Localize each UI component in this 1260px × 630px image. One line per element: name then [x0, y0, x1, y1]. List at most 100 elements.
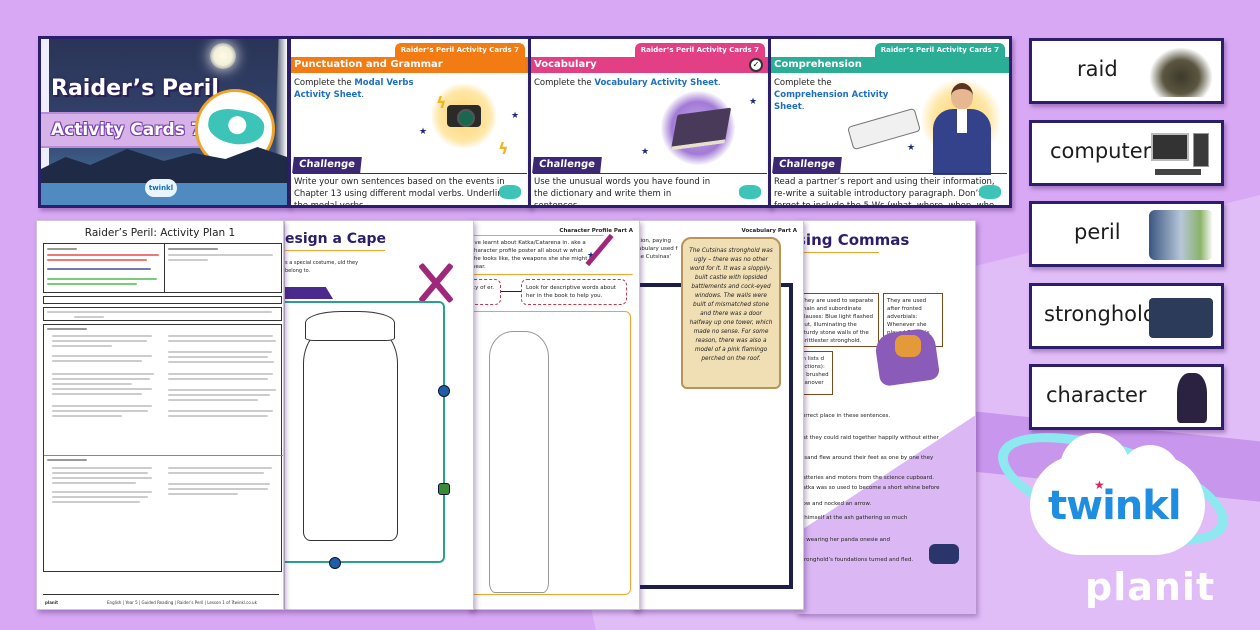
sheet-title: sing Commas	[797, 231, 910, 249]
raider-icon	[1149, 47, 1213, 97]
challenge-label: Challenge	[292, 157, 362, 173]
sheet-header: Vocabulary Part A	[741, 228, 797, 234]
cover-subtitle: Activity Cards 7	[51, 120, 203, 140]
news-reporter-icon	[933, 83, 993, 175]
reading-questions-box	[43, 324, 283, 572]
parchment-scroll: The Cutsinas stronghold was ugly – there…	[681, 237, 781, 389]
sentence: stronghold’s foundations turned and fled…	[799, 557, 914, 563]
challenge-text: Write your own sentences based on the ev…	[294, 177, 508, 208]
intro-text: ation, paying cabulary used f the Cutsin…	[635, 238, 678, 260]
computer-icon	[1149, 129, 1213, 179]
sheet-title: esign a Cape	[285, 231, 387, 247]
divider	[773, 173, 1007, 174]
sentence: bow and nocked an arrow.	[799, 501, 872, 507]
footer-course: English | Year 5 | Guided Reading | Raid…	[107, 600, 234, 605]
vocabulary-box	[164, 243, 282, 293]
word-card-peril[interactable]: peril	[1029, 201, 1224, 267]
connector	[501, 291, 521, 292]
word-label: raid	[1077, 57, 1118, 81]
activity-sheet-link[interactable]: Modal Verbs Activity Sheet	[294, 78, 414, 100]
moon-icon	[210, 43, 236, 69]
activity-sheet-link[interactable]: Vocabulary Activity Sheet	[594, 78, 718, 88]
prompt-box: Look for descriptive words about her in …	[521, 279, 627, 305]
reading-skill-box	[43, 243, 165, 293]
divider	[533, 173, 767, 174]
sentence: batteries and motors from the science cu…	[799, 475, 934, 481]
word-card-character[interactable]: character	[1029, 364, 1224, 430]
cover-card[interactable]: Raider’s Peril Activity Cards 7 twinkl	[38, 36, 290, 208]
intro-text: ave learnt about Katka/Catarena in. ake …	[471, 240, 588, 270]
divider	[797, 252, 879, 253]
check-icon: ✓	[749, 58, 763, 72]
word-card-raid[interactable]: raid	[1029, 38, 1224, 104]
challenge-text: Read a partner’s report and using their …	[774, 177, 997, 208]
card-heading: Comprehension	[771, 57, 1009, 73]
word-label: peril	[1074, 220, 1121, 244]
footer-brand: planit	[45, 600, 59, 605]
frame	[285, 301, 445, 563]
cape-outline	[303, 319, 398, 541]
activity-card-comprehension[interactable]: Raider’s Peril Activity Cards 7 Comprehe…	[768, 36, 1012, 208]
activity-card-grammar[interactable]: Raider’s Peril Activity Cards 7 Punctuat…	[288, 36, 532, 208]
warrior-silhouette-icon	[1177, 373, 1207, 423]
gem-icon	[438, 483, 450, 495]
word-label: stronghold	[1044, 302, 1157, 326]
intro-text: s a special costume, uld they belong to.	[285, 260, 359, 274]
character-profile-sheet[interactable]: Character Profile Part A ave learnt abou…	[468, 220, 640, 610]
scroll-text: The Cutsinas stronghold was ugly – there…	[689, 248, 773, 362]
star-icon: ★	[511, 111, 520, 121]
challenge-label: Challenge	[532, 157, 602, 173]
section-tab	[285, 287, 333, 299]
challenge-text: Use the unusual words you have found in …	[534, 177, 711, 208]
card-heading: Vocabulary	[531, 57, 769, 73]
activity-plan-sheet[interactable]: Raider’s Peril: Activity Plan 1	[36, 220, 284, 610]
star-icon: ★	[1094, 478, 1105, 492]
card-tag: Raider’s Peril Activity Cards 7	[634, 43, 765, 57]
using-commas-sheet[interactable]: sing Commas They are used to separate ma…	[796, 220, 976, 614]
comma-rule-box: They are used to separate main and subor…	[797, 293, 879, 347]
word-card-stronghold[interactable]: stronghold	[1029, 283, 1224, 349]
background-swoosh	[797, 401, 975, 613]
divider	[293, 173, 527, 174]
girl-gaming-icon	[895, 335, 921, 357]
sheet-header: Character Profile Part A	[559, 228, 633, 234]
sentence: Katka was so used to become a short whin…	[799, 485, 940, 491]
game-controller-icon	[205, 106, 267, 148]
hands-controller-icon	[929, 544, 959, 564]
star-icon: ★	[749, 97, 758, 107]
activity-sheet-link[interactable]: Comprehension Activity Sheet	[774, 90, 889, 112]
twinkl-logo: twinkl	[1048, 483, 1182, 529]
planit-logo: planit	[1085, 565, 1216, 609]
crossed-pencils-icon	[415, 262, 455, 304]
card-tag: Raider’s Peril Activity Cards 7	[874, 43, 1005, 57]
gem-icon	[329, 557, 341, 569]
sentence: re wearing her panda onesie and	[799, 537, 890, 543]
gem-icon	[438, 385, 450, 397]
star-icon: ★	[641, 147, 650, 157]
body-outline	[489, 331, 549, 593]
activity-card-vocabulary[interactable]: Raider’s Peril Activity Cards 7 Vocabula…	[528, 36, 772, 208]
cape-collar	[305, 311, 395, 341]
card-tag: Raider’s Peril Activity Cards 7	[394, 43, 525, 57]
gamer-boy-icon	[1149, 210, 1213, 260]
lightning-icon: ϟ	[436, 93, 447, 112]
prompt-text: correct place in these sentences.	[799, 413, 891, 419]
game-controller-icon	[499, 185, 521, 199]
design-a-cape-sheet[interactable]: esign a Cape s a special costume, uld th…	[284, 220, 474, 610]
star-icon: ★	[419, 127, 428, 137]
lightning-icon: ϟ	[498, 139, 509, 158]
footer-site: twinkl.co.uk	[233, 600, 257, 605]
card-instruction: Complete the Modal Verbs Activity Sheet.	[294, 78, 414, 100]
logo-cloud	[1030, 433, 1205, 555]
card-instruction: Complete the Vocabulary Activity Sheet.	[534, 78, 721, 88]
game-controller-icon	[739, 185, 761, 199]
sentence: d sand flew around their feet as one by …	[799, 455, 934, 461]
cover-title: Raider’s Peril	[51, 76, 219, 101]
prior-learning-box	[43, 296, 282, 304]
word-card-computer[interactable]: computer	[1029, 120, 1224, 186]
sentence: g himself at the ash gathering so much	[799, 515, 908, 521]
twinkl-small-logo: twinkl	[145, 179, 177, 197]
vocabulary-sheet[interactable]: Vocabulary Part A ation, paying cabulary…	[632, 220, 804, 610]
camera-icon	[447, 105, 481, 127]
sheet-title: Raider’s Peril: Activity Plan 1	[84, 227, 236, 239]
